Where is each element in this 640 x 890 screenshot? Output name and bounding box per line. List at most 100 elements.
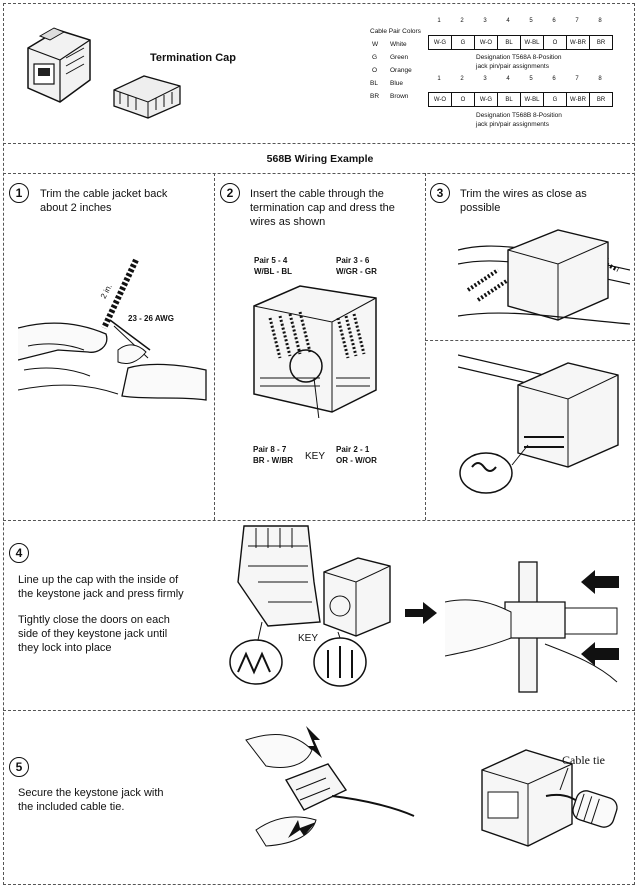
step-5-number: 5 bbox=[9, 757, 29, 777]
termination-cap-illustration bbox=[113, 75, 181, 119]
divider-step3 bbox=[425, 340, 635, 341]
t568b-caption1: Designation T568B 8-Position bbox=[476, 112, 562, 119]
step-4-number: 4 bbox=[9, 543, 29, 563]
pin-number: 4 bbox=[506, 76, 510, 82]
close-doors-illustration bbox=[445, 561, 619, 693]
divider-row1 bbox=[3, 520, 635, 521]
section-title: 568B Wiring Example bbox=[266, 153, 374, 165]
t568a-pin-numbers: 1 2 3 4 5 6 7 8 bbox=[428, 18, 612, 28]
pair-5-4-colors: W/BL - BL bbox=[254, 267, 293, 276]
step-3-text-1: Trim the wires as close as bbox=[460, 188, 587, 200]
legend-name-o: Orange bbox=[390, 67, 412, 74]
step-1-text-1: Trim the cable jacket back bbox=[40, 188, 168, 200]
step-2-text-2: termination cap and dress the bbox=[250, 202, 395, 214]
t568b-pin-numbers: 1 2 3 4 5 6 7 8 bbox=[428, 76, 612, 86]
t568a-cell: BR bbox=[589, 35, 613, 50]
pin-number: 3 bbox=[483, 76, 487, 82]
divider-row2 bbox=[3, 710, 635, 711]
t568b-table: W-O O W-G BL W-BL G W-BR BR bbox=[428, 92, 613, 107]
step-4-text-4: side of they keystone jack until bbox=[18, 628, 168, 640]
divider-col2 bbox=[425, 173, 426, 520]
page-frame bbox=[3, 3, 635, 885]
pin-number: 2 bbox=[460, 76, 464, 82]
legend-name-w: White bbox=[390, 41, 407, 48]
t568b-cell: W-BL bbox=[520, 92, 544, 107]
legend-code-br: BR bbox=[370, 93, 380, 100]
step-4-key-label: KEY bbox=[298, 633, 319, 644]
pair-3-6-colors: W/GR - GR bbox=[336, 267, 377, 276]
pair-3-6-label: Pair 3 - 6 bbox=[336, 256, 370, 265]
t568a-cell: W-BR bbox=[566, 35, 590, 50]
legend-name-g: Green bbox=[390, 54, 409, 61]
t568b-cell: W-BR bbox=[566, 92, 590, 107]
pin-number: 6 bbox=[552, 76, 556, 82]
legend-code-bl: BL bbox=[370, 80, 378, 87]
step-3-text-2: possible bbox=[460, 202, 501, 214]
t568b-cell: W-O bbox=[428, 92, 452, 107]
finished-keystone-illustration bbox=[481, 749, 618, 847]
legend-code-o: O bbox=[372, 67, 378, 74]
pin-number: 5 bbox=[529, 76, 533, 82]
t568a-table: W-G G W-O BL W-BL O W-BR BR bbox=[428, 35, 613, 50]
t568b-cell: O bbox=[451, 92, 475, 107]
step-4-text-1: Line up the cap with the inside of bbox=[18, 574, 179, 586]
divider-title bbox=[3, 173, 635, 174]
wire-dressing-illustration bbox=[253, 285, 377, 418]
pair-5-4-label: Pair 5 - 4 bbox=[254, 256, 288, 265]
t568a-caption2: jack pin/pair assignments bbox=[476, 63, 549, 70]
trim-wires-illustration-1 bbox=[458, 229, 630, 325]
pin-number: 3 bbox=[483, 18, 487, 24]
pin-number: 4 bbox=[506, 18, 510, 24]
t568b-caption2: jack pin/pair assignments bbox=[476, 121, 549, 128]
cable-tie-label: Cable tie bbox=[562, 753, 605, 767]
pin-number: 6 bbox=[552, 18, 556, 24]
pair-2-1-label: Pair 2 - 1 bbox=[336, 445, 370, 454]
pair-8-7-colors: BR - W/BR bbox=[253, 456, 293, 465]
step-2-number: 2 bbox=[220, 183, 240, 203]
t568b-cell: W-G bbox=[474, 92, 498, 107]
t568a-cell: O bbox=[543, 35, 567, 50]
divider-header bbox=[3, 143, 635, 144]
t568b-cell: BR bbox=[589, 92, 613, 107]
pin-number: 7 bbox=[575, 76, 579, 82]
pin-number: 1 bbox=[437, 18, 441, 24]
pair-8-7-label: Pair 8 - 7 bbox=[253, 445, 287, 454]
arrow-right-icon bbox=[405, 602, 437, 624]
t568a-caption1: Designation T568A 8-Position bbox=[476, 54, 562, 61]
pin-number: 8 bbox=[598, 18, 602, 24]
pair-2-1-colors: OR - W/OR bbox=[336, 456, 377, 465]
legend-title: Cable Pair Colors bbox=[370, 28, 421, 35]
divider-col1 bbox=[214, 173, 215, 520]
trim-wires-illustration-2 bbox=[458, 354, 619, 494]
step-2-text-1: Insert the cable through the bbox=[250, 188, 384, 200]
t568a-cell: G bbox=[451, 35, 475, 50]
legend-code-g: G bbox=[372, 54, 378, 61]
pin-number: 5 bbox=[529, 18, 533, 24]
pin-number: 7 bbox=[575, 18, 579, 24]
step-4-text-2: the keystone jack and press firmly bbox=[18, 588, 184, 600]
step-1-number: 1 bbox=[9, 183, 29, 203]
trim-cable-illustration bbox=[18, 258, 207, 401]
pin-number: 1 bbox=[437, 76, 441, 82]
pin-number: 2 bbox=[460, 18, 464, 24]
termination-cap-label: Termination Cap bbox=[150, 52, 236, 64]
step-4-text-5: they lock into place bbox=[18, 642, 112, 654]
t568a-cell: W-G bbox=[428, 35, 452, 50]
t568b-cell: BL bbox=[497, 92, 521, 107]
step-4-text-3: Tightly close the doors on each bbox=[18, 614, 170, 626]
t568a-cell: W-O bbox=[474, 35, 498, 50]
t568b-cell: G bbox=[543, 92, 567, 107]
legend-code-w: W bbox=[372, 41, 379, 48]
legend-name-br: Brown bbox=[390, 93, 409, 100]
cable-tie-hands-illustration bbox=[245, 726, 415, 847]
step-1-text-2: about 2 inches bbox=[40, 202, 112, 214]
keystone-jack-illustration bbox=[27, 27, 91, 103]
legend-name-bl: Blue bbox=[390, 80, 404, 87]
step-2-text-3: wires as shown bbox=[250, 216, 326, 228]
t568a-cell: BL bbox=[497, 35, 521, 50]
step-5-text-1: Secure the keystone jack with bbox=[18, 787, 164, 799]
step-3-number: 3 bbox=[430, 183, 450, 203]
step-5-text-2: the included cable tie. bbox=[18, 801, 125, 813]
step-2-key-label: KEY bbox=[305, 451, 326, 462]
step-1-awg-label: 23 - 26 AWG bbox=[128, 314, 174, 323]
